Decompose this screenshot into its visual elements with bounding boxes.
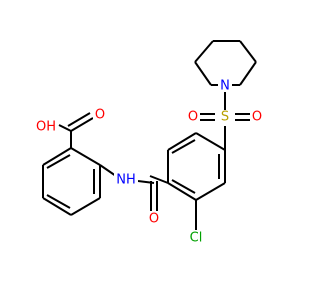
bond bbox=[70, 117, 94, 132]
bond bbox=[42, 197, 72, 216]
sulfonyl-sulfur-atom: S bbox=[218, 110, 232, 125]
bond bbox=[46, 154, 71, 169]
bond bbox=[149, 175, 169, 184]
bond bbox=[167, 182, 197, 201]
sulfonyl-oxygen-right-label: O bbox=[252, 110, 262, 125]
bond bbox=[194, 61, 212, 86]
bond bbox=[195, 132, 226, 151]
bond bbox=[167, 132, 197, 151]
acid-carbonyl-oxygen-label: O bbox=[95, 108, 105, 123]
pyrrolidine-nitrogen-label: N bbox=[220, 79, 230, 94]
bond bbox=[137, 180, 155, 184]
amide-nh-atom: NH bbox=[114, 171, 138, 188]
sulfonyl-sulfur-label: S bbox=[221, 110, 229, 125]
amide-oxygen-label: O bbox=[149, 212, 159, 227]
acid-carbonyl-oxygen-atom: O bbox=[93, 108, 107, 123]
bond bbox=[195, 182, 226, 201]
molecule-structure: N S O O NH O Cl OH bbox=[32, 40, 264, 246]
bond bbox=[67, 112, 91, 127]
bond bbox=[194, 40, 214, 63]
bond bbox=[171, 179, 196, 194]
bond bbox=[99, 164, 117, 177]
bond bbox=[70, 147, 101, 166]
sulfonyl-oxygen-left-atom: O bbox=[186, 110, 200, 125]
acid-hydroxyl-label: OH bbox=[36, 120, 56, 135]
bond bbox=[239, 61, 257, 86]
amide-oxygen-atom: O bbox=[147, 211, 161, 227]
bond-layer bbox=[42, 40, 257, 230]
bond bbox=[70, 197, 101, 216]
bond bbox=[58, 124, 72, 132]
sulfonyl-oxygen-right-atom: O bbox=[250, 110, 264, 125]
bond bbox=[239, 40, 257, 63]
bond bbox=[46, 194, 71, 209]
chlorine-atom: Cl bbox=[186, 230, 206, 246]
bond bbox=[171, 139, 196, 154]
amide-nh-label: NH bbox=[116, 173, 136, 188]
bond bbox=[42, 147, 72, 166]
atom-label-layer: N S O O NH O Cl OH bbox=[32, 78, 264, 246]
sulfonyl-oxygen-left-label: O bbox=[188, 110, 198, 125]
acid-hydroxyl-atom: OH bbox=[32, 119, 58, 135]
pyrrolidine-nitrogen-atom: N bbox=[218, 78, 232, 94]
chlorine-label: Cl bbox=[190, 231, 203, 246]
